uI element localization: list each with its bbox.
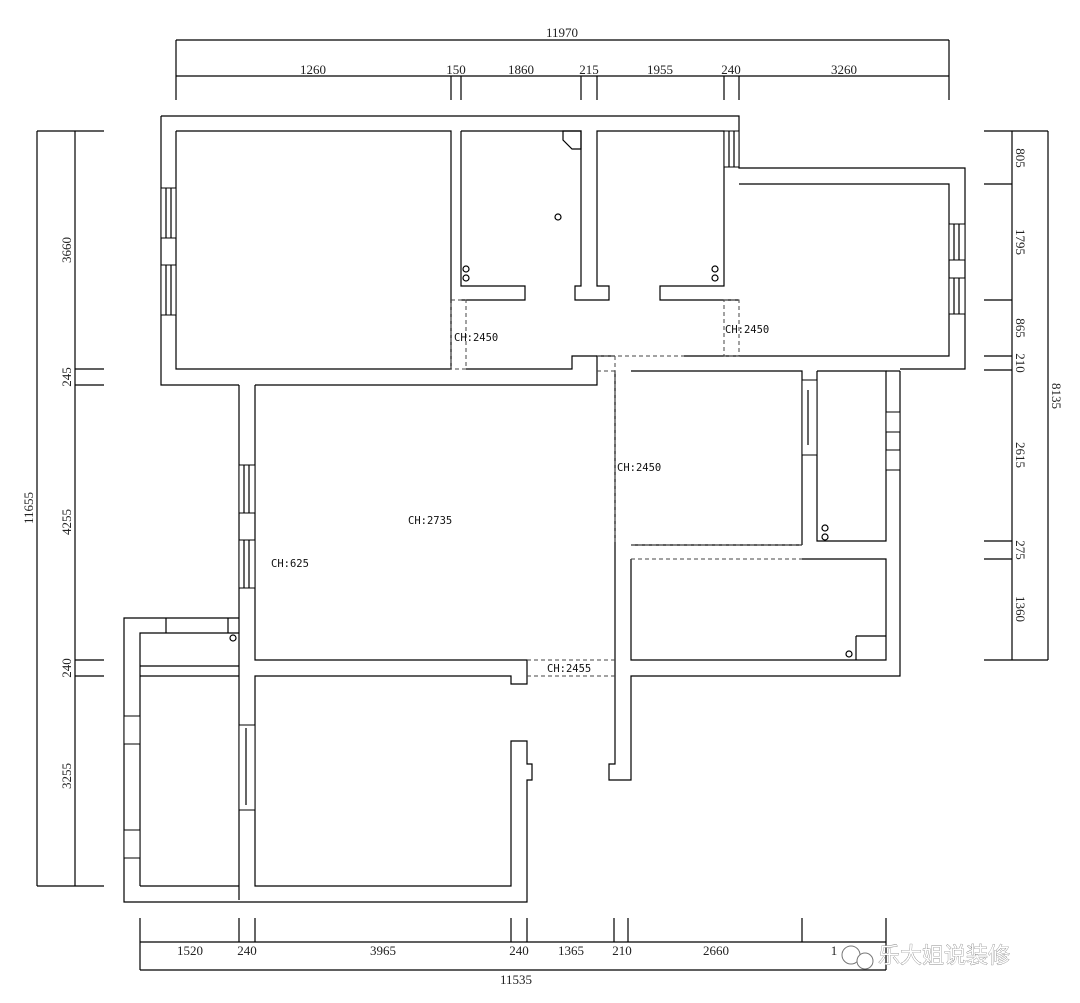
dim-right-4: 210	[1013, 353, 1028, 373]
floor-drain-icon	[554, 213, 562, 221]
dim-bottom-4: 240	[509, 943, 529, 958]
dim-top-1: 1260	[300, 62, 326, 77]
pipe-icon	[462, 274, 470, 282]
pipe-icon	[462, 265, 470, 273]
dim-bottom-1: 1520	[177, 943, 203, 958]
dim-bottom-5: 1365	[558, 943, 584, 958]
dim-bottom-2: 240	[237, 943, 257, 958]
dim-top-4: 215	[579, 62, 599, 77]
dim-bottom-7: 2660	[703, 943, 729, 958]
left-dimension-lines	[36, 130, 104, 887]
dim-top-6: 240	[721, 62, 741, 77]
pipe-icon	[821, 533, 829, 541]
dim-left-3: 4255	[59, 509, 74, 535]
dim-right-7: 1360	[1013, 596, 1028, 622]
pipe-icon	[845, 650, 853, 658]
watermark-text: 乐大姐说装修	[878, 944, 1010, 969]
dim-top-2: 150	[446, 62, 466, 77]
dim-bottom-total: 11535	[500, 972, 532, 987]
fixtures	[229, 130, 853, 658]
ceiling-height-label: CH:2450	[454, 332, 498, 344]
dim-right-5: 2615	[1013, 442, 1028, 468]
dim-left-2: 245	[59, 367, 74, 387]
dim-right-6: 275	[1013, 540, 1028, 560]
bottom-dimension-lines	[139, 918, 887, 971]
dim-left-4: 240	[59, 658, 74, 678]
ceiling-height-label: CH:2450	[617, 462, 661, 474]
dim-right-3: 865	[1013, 318, 1028, 338]
dim-right-1: 805	[1013, 148, 1028, 168]
dim-right-total: 8135	[1049, 383, 1064, 409]
dim-bottom-6: 210	[612, 943, 632, 958]
right-dimension-lines	[984, 130, 1049, 661]
dim-bottom-8: 1	[831, 943, 838, 958]
dashed-openings	[450, 299, 802, 677]
dim-top-total: 11970	[546, 25, 578, 40]
dim-bottom-3: 3965	[370, 943, 396, 958]
dim-top-5: 1955	[647, 62, 673, 77]
dim-top-7: 3260	[831, 62, 857, 77]
dim-left-1: 3660	[59, 237, 74, 263]
dim-left-5: 3255	[59, 763, 74, 789]
pipe-icon	[711, 265, 719, 273]
windows	[123, 130, 966, 859]
pipe-icon	[229, 634, 237, 642]
pipe-icon	[821, 524, 829, 532]
dim-right-2: 1795	[1013, 229, 1028, 255]
ceiling-height-label: CH:2735	[408, 515, 452, 527]
dim-top-3: 1860	[508, 62, 534, 77]
ceiling-height-label: CH:625	[271, 558, 309, 570]
ceiling-height-label: CH:2450	[725, 324, 769, 336]
duct-icon	[562, 130, 582, 150]
top-dimension-lines	[175, 39, 950, 100]
dim-left-total: 11655	[21, 492, 36, 524]
ceiling-height-label: CH:2455	[547, 663, 591, 675]
watermark: 乐大姐说装修	[841, 944, 1010, 970]
pipe-icon	[711, 274, 719, 282]
